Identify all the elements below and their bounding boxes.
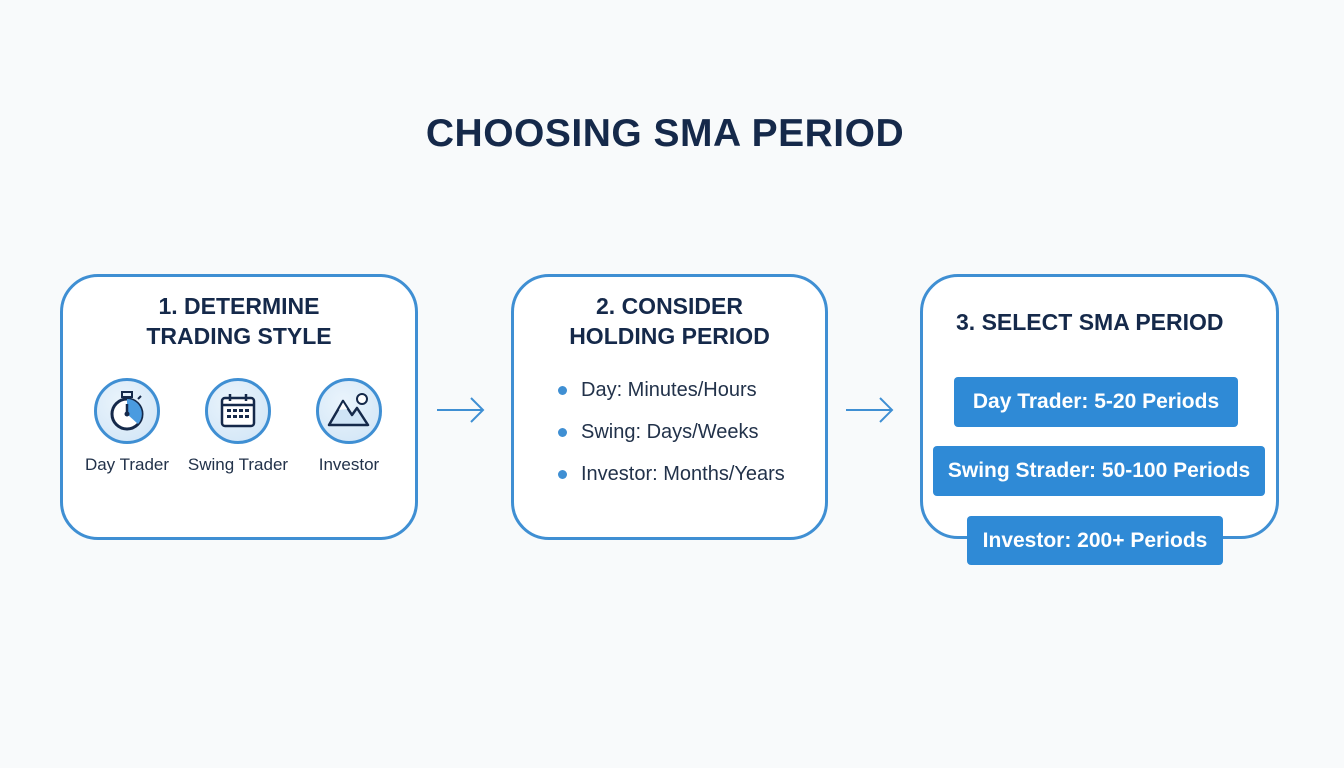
step-2-card: 2. CONSIDER HOLDING PERIOD Day: Minutes/…: [511, 274, 828, 540]
bullet-item: Investor: Months/Years: [558, 463, 785, 486]
bullet-item: Swing: Days/Weeks: [558, 421, 758, 444]
style-label-investor: Investor: [318, 455, 380, 474]
option-day-trader: Day Trader: 5-20 Periods: [954, 377, 1238, 427]
option-investor: Investor: 200+ Periods: [967, 516, 1223, 565]
bullet-text: Swing: Days/Weeks: [581, 421, 759, 443]
step-1-card: 1. DETERMINE TRADING STYLE Day Trader Sw…: [60, 274, 418, 540]
bullet-text: Day: Minutes/Hours: [581, 379, 757, 401]
arrow-right-icon: [437, 397, 485, 423]
step-2-heading-line2: HOLDING PERIOD: [569, 323, 770, 349]
bullet-dot: [558, 428, 567, 437]
bullet-dot: [558, 470, 567, 479]
style-label-swing-trader: Swing Trader: [187, 455, 289, 474]
arrow-right-icon: [846, 397, 894, 423]
step-1-heading-line2: TRADING STYLE: [146, 323, 332, 349]
step-1-heading: 1. DETERMINE TRADING STYLE: [63, 291, 415, 351]
page-title: CHOOSING SMA PERIOD: [425, 112, 905, 155]
bullet-dot: [558, 386, 567, 395]
calendar-icon: [205, 378, 271, 444]
bullet-text: Investor: Months/Years: [581, 463, 785, 485]
bullet-item: Day: Minutes/Hours: [558, 379, 757, 402]
option-swing-trader: Swing Strader: 50-100 Periods: [933, 446, 1265, 496]
stopwatch-icon: [94, 378, 160, 444]
mountain-icon: [316, 378, 382, 444]
step-2-heading: 2. CONSIDER HOLDING PERIOD: [514, 291, 825, 351]
step-2-heading-line1: 2. CONSIDER: [596, 293, 743, 319]
step-1-heading-line1: 1. DETERMINE: [158, 293, 320, 319]
style-label-day-trader: Day Trader: [84, 455, 170, 474]
step-3-heading: 3. SELECT SMA PERIOD: [956, 309, 1224, 335]
